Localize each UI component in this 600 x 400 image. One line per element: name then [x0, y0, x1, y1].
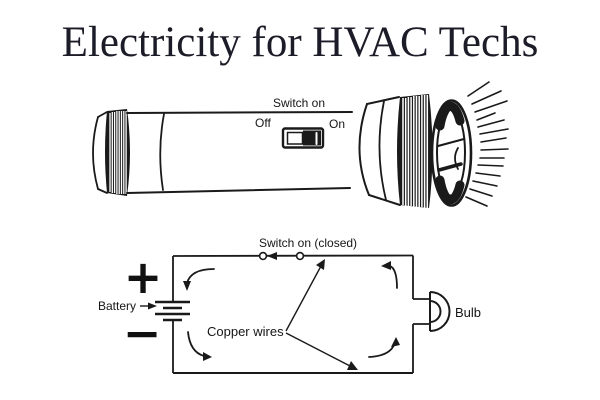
flashlight-body	[126, 111, 353, 194]
tail-knurl-ring	[105, 109, 130, 196]
battery-pointer-arrow	[140, 302, 157, 310]
lens-bezel	[430, 99, 473, 207]
flashlight-head	[358, 96, 401, 206]
flashlight-switch-label: Switch on	[273, 96, 326, 110]
current-direction-arrows	[183, 261, 400, 361]
page-title: Electricity for HVAC Techs	[61, 19, 539, 66]
circuit-switch-label: Switch on (closed)	[259, 236, 358, 250]
slider-switch	[281, 127, 325, 149]
bulb-label: Bulb	[455, 305, 482, 320]
copper-wires-label: Copper wires	[207, 324, 284, 339]
flashlight-tail-cap	[92, 111, 108, 194]
flashlight-on-label: On	[329, 117, 346, 131]
battery-symbol	[155, 300, 190, 322]
flashlight-drawing	[92, 81, 509, 208]
flashlight-off-label: Off	[255, 116, 271, 130]
circuit-diagram	[140, 251, 451, 374]
bulb-symbol	[429, 291, 451, 332]
switch-contacts	[258, 251, 305, 261]
circuit-wires	[172, 254, 430, 374]
battery-plus-sign: +	[123, 250, 163, 304]
light-rays-icon	[465, 81, 509, 207]
battery-label: Battery	[98, 299, 137, 313]
copper-wires-pointer-arrows	[285, 259, 358, 370]
battery-minus-sign: −	[122, 306, 162, 360]
head-knurl-ring	[397, 94, 433, 208]
